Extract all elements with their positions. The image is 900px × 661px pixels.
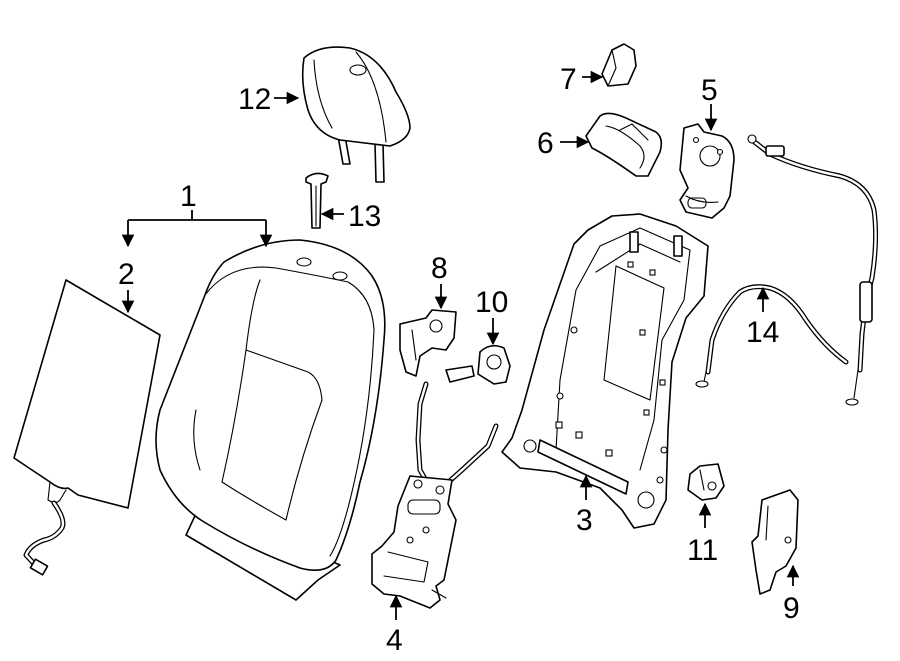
part-5-recliner-cover[interactable] [679, 123, 735, 219]
callout-2: 2 [118, 258, 135, 291]
part-14-release-cable[interactable] [695, 134, 879, 406]
part-6-trim-cover[interactable] [585, 112, 663, 177]
part-10-sensor[interactable] [445, 344, 511, 385]
callout-9: 9 [783, 592, 800, 625]
part-11-clip[interactable] [687, 463, 725, 501]
callout-8: 8 [431, 252, 448, 285]
part-8-bracket[interactable] [399, 309, 457, 377]
part-2-heater-pad[interactable] [13, 279, 161, 576]
callout-7: 7 [560, 63, 577, 96]
callout-13: 13 [348, 200, 381, 233]
part-4-lumbar-support[interactable] [371, 381, 499, 609]
callout-6: 6 [537, 127, 554, 160]
part-3-seatback-frame[interactable] [501, 213, 709, 529]
part-13-headrest-guide[interactable] [305, 172, 329, 229]
callout-11: 11 [687, 534, 718, 567]
callout-4: 4 [386, 624, 403, 657]
leader-lines [121, 70, 800, 620]
callout-14: 14 [746, 316, 779, 349]
callout-1: 1 [180, 180, 197, 213]
callout-labels: 1 2 3 4 5 6 7 8 9 10 11 12 13 14 [118, 63, 800, 657]
callout-3: 3 [576, 504, 593, 537]
part-7-bracket[interactable] [601, 43, 637, 87]
callout-10: 10 [475, 286, 508, 319]
part-9-side-shield[interactable] [751, 489, 799, 595]
part-12-headrest[interactable] [301, 46, 411, 183]
callout-12: 12 [238, 83, 271, 116]
callout-5: 5 [701, 74, 718, 107]
part-1-seatback-cover[interactable] [155, 239, 386, 601]
